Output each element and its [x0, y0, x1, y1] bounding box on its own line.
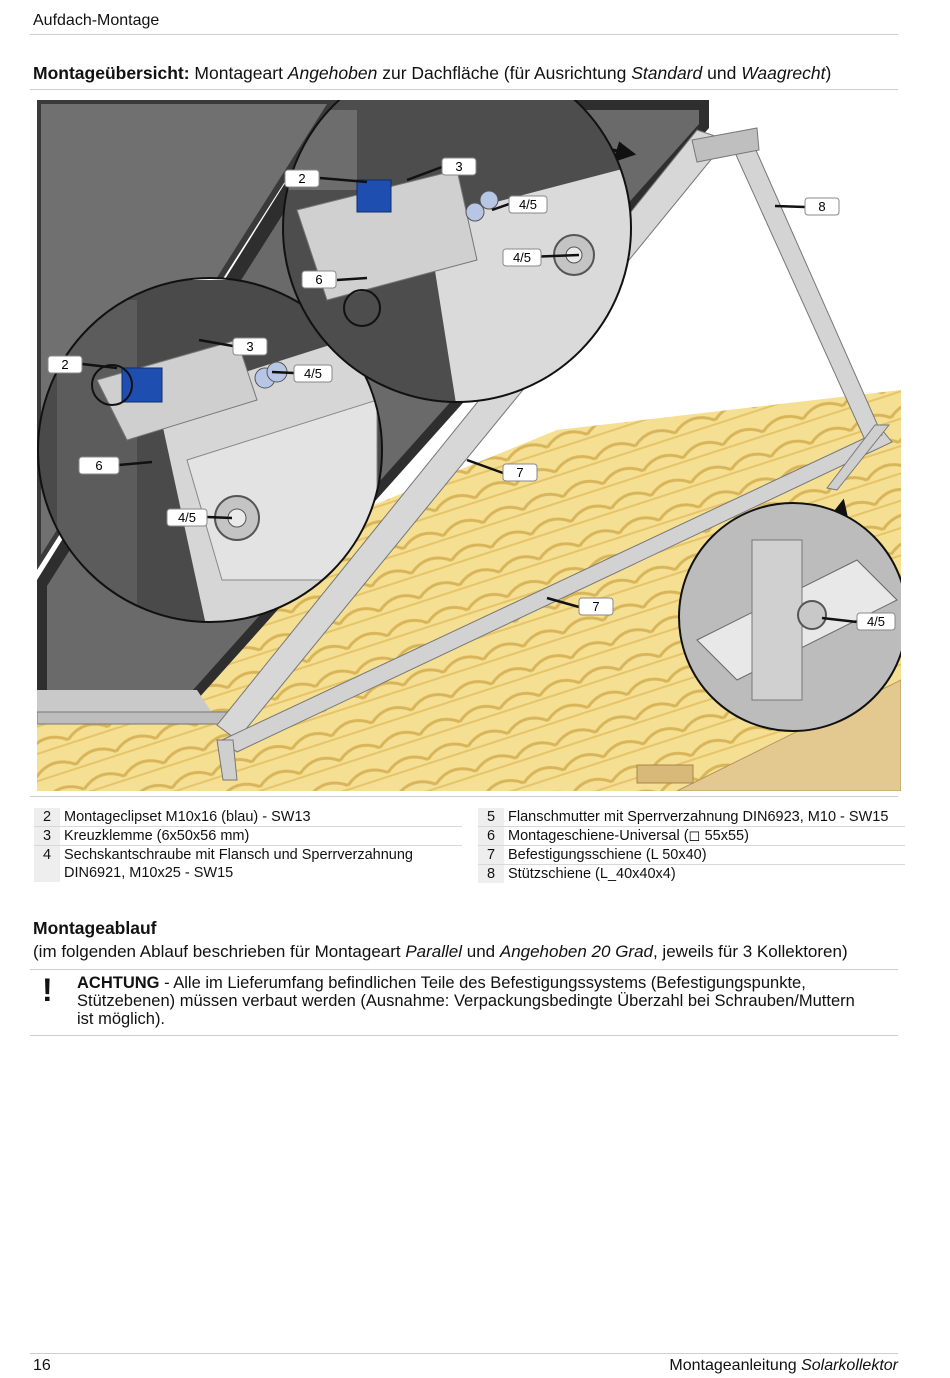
- callout-7-lower: 7: [578, 597, 614, 616]
- svg-text:4/5: 4/5: [513, 250, 531, 265]
- svg-text:2: 2: [61, 357, 68, 372]
- svg-text:6: 6: [95, 458, 102, 473]
- procedure-divider: [30, 969, 898, 970]
- procedure-title: Montageablauf: [33, 918, 157, 938]
- callout-7-upper: 7: [502, 463, 538, 482]
- page-number: 16: [33, 1357, 51, 1374]
- callout-4-5-top-a: 4/5: [508, 195, 548, 214]
- callout-6-top: 6: [301, 270, 337, 289]
- svg-text:6: 6: [315, 272, 322, 287]
- overview-divider: [30, 89, 898, 90]
- callout-2-top: 2: [284, 169, 320, 188]
- callout-4-5-right: 4/5: [856, 612, 896, 631]
- svg-text:4/5: 4/5: [519, 197, 537, 212]
- svg-text:8: 8: [818, 199, 825, 214]
- svg-text:3: 3: [246, 339, 253, 354]
- callout-4-5-left-a: 4/5: [293, 364, 333, 383]
- callout-6-left: 6: [78, 456, 120, 475]
- callout-2-left: 2: [47, 355, 83, 374]
- footer-divider: [30, 1353, 898, 1354]
- detail-circle-bottom-right: [678, 502, 901, 732]
- warning-divider: [30, 1035, 898, 1036]
- callout-4-5-left-b: 4/5: [166, 508, 208, 527]
- svg-text:4/5: 4/5: [304, 366, 322, 381]
- document-title: Montageanleitung Solarkollektor: [669, 1357, 898, 1374]
- svg-text:3: 3: [455, 159, 462, 174]
- detail-circle-top: [282, 100, 632, 403]
- overview-heading: Montageübersicht: Montageart Angehoben z…: [33, 63, 832, 83]
- detail-circle-left: [37, 277, 383, 623]
- header-divider: [30, 34, 898, 35]
- page-header-title: Aufdach-Montage: [33, 12, 160, 29]
- svg-text:7: 7: [592, 599, 599, 614]
- mounting-overview-illustration: 2 3 4/5 4/5 6 8 2 3 4/5 6 4/5 7 7 4/5: [37, 100, 901, 791]
- svg-text:4/5: 4/5: [178, 510, 196, 525]
- callout-labels: 2 3 4/5 4/5 6 8 2 3 4/5 6 4/5 7 7 4/5: [47, 157, 896, 631]
- callout-8: 8: [804, 197, 840, 216]
- warning-icon: !: [42, 972, 53, 1008]
- svg-text:4/5: 4/5: [867, 614, 885, 629]
- callout-4-5-top-b: 4/5: [502, 248, 542, 267]
- svg-text:2: 2: [298, 171, 305, 186]
- warning-text: ACHTUNG - Alle im Lieferumfang befindlic…: [77, 974, 855, 1028]
- svg-text:7: 7: [516, 465, 523, 480]
- figure-divider: [30, 796, 898, 797]
- callout-3-top: 3: [441, 157, 477, 176]
- callout-3-left: 3: [232, 337, 268, 356]
- procedure-subtitle: (im folgenden Ablauf beschrieben für Mon…: [33, 942, 848, 961]
